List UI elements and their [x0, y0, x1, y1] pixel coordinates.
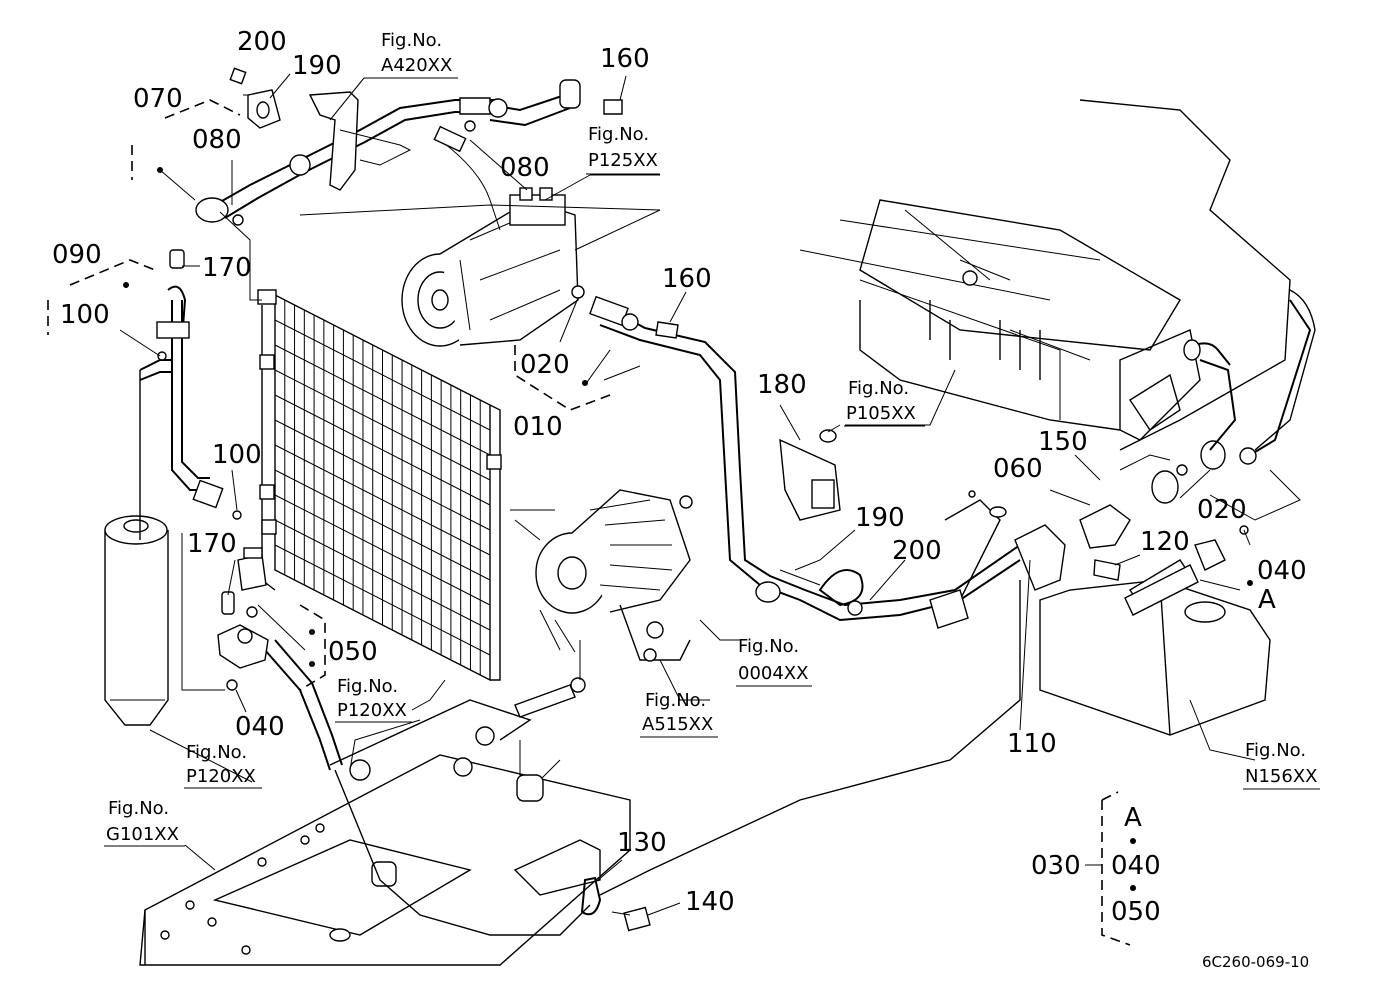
part-020-label: 020	[520, 350, 570, 380]
part-080-label: 080	[500, 153, 550, 183]
chassis-frame	[139, 699, 631, 966]
part-170-label: 170	[202, 253, 252, 283]
fig-ref-n156-label: Fig.No.	[1245, 740, 1306, 761]
engine-block	[799, 99, 1316, 451]
fig-ref-0004-label: Fig.No.	[738, 636, 799, 657]
compressor	[401, 187, 579, 347]
part-040-label: 040	[235, 712, 285, 742]
part-170-label: 170	[187, 529, 237, 559]
part-050-label: 050	[328, 637, 378, 667]
part-080-label: 080	[192, 125, 242, 155]
condenser-tube	[274, 369, 491, 481]
fig-ref-0004-code: 0004XX	[738, 663, 808, 684]
condenser-tube	[274, 419, 491, 531]
condenser-tube	[274, 444, 491, 556]
part-190-label: 190	[292, 51, 342, 81]
part-140-label: 140	[685, 887, 735, 917]
part-190-label: 190	[855, 503, 905, 533]
fig-ref-a420-code: A420XX	[381, 55, 452, 76]
part-030-label: 030	[1031, 851, 1081, 881]
fig-ref-p105-code: P105XX	[846, 403, 916, 424]
fuel-tank	[944, 490, 1271, 736]
part-070-label: 070	[133, 84, 183, 114]
fig-ref-n156-code: N156XX	[1245, 766, 1317, 787]
fig-ref-g101-code: G101XX	[106, 824, 179, 845]
condenser-tube	[274, 319, 491, 431]
drawing-id: 6C260-069-10	[1202, 953, 1309, 971]
part-150-label: 150	[1038, 427, 1088, 457]
part-180-label: 180	[757, 370, 807, 400]
condenser-tube	[274, 394, 491, 506]
kit-item-A: A	[1124, 803, 1142, 833]
condenser-tube	[274, 344, 491, 456]
part-200-label: 200	[237, 27, 287, 57]
part-020-label: 020	[1197, 495, 1247, 525]
part-160-label: 160	[662, 264, 712, 294]
fig-ref-p120-code: P120XX	[186, 766, 256, 787]
fig-ref-g101-label: Fig.No.	[108, 798, 169, 819]
fig-ref-a515-code: A515XX	[642, 714, 713, 735]
fig-ref-a420-label: Fig.No.	[381, 30, 442, 51]
fig-ref-p105-label: Fig.No.	[848, 378, 909, 399]
fig-ref-p120-label: Fig.No.	[186, 742, 247, 763]
condenser-tube	[274, 519, 491, 631]
part-060-label: 060	[993, 454, 1043, 484]
part-100-label: 100	[212, 440, 262, 470]
receiver-dryer	[104, 515, 169, 726]
condenser-tube	[274, 494, 491, 606]
part-100-label: 100	[60, 300, 110, 330]
part-A-label: A	[1258, 585, 1276, 615]
condenser-tube	[274, 544, 491, 656]
part-number-labels: 200 190 070 080 160 080 090 170 100 100 …	[52, 27, 1307, 917]
kit-item-050: 050	[1111, 897, 1161, 927]
figure-references: Fig.No. A420XX Fig.No. P125XX Fig.No. P1…	[104, 30, 1320, 847]
kit-030-group: A 040 050	[1111, 803, 1161, 927]
part-130-label: 130	[617, 828, 667, 858]
part-040-label: 040	[1257, 556, 1307, 586]
condenser	[257, 289, 502, 682]
part-120-label: 120	[1140, 527, 1190, 557]
hoses	[139, 67, 1312, 936]
part-010-label: 010	[513, 412, 563, 442]
condenser-tube	[274, 469, 491, 581]
kit-item-040: 040	[1111, 851, 1161, 881]
part-110-label: 110	[1007, 729, 1057, 759]
fig-ref-p125-code: P125XX	[588, 150, 658, 171]
fig-ref-p120-label: Fig.No.	[337, 676, 398, 697]
part-200-label: 200	[892, 536, 942, 566]
alternator	[510, 489, 693, 662]
fig-ref-p125-label: Fig.No.	[588, 124, 649, 145]
fig-ref-a515-label: Fig.No.	[645, 690, 706, 711]
fig-ref-p120-code: P120XX	[337, 700, 407, 721]
part-160-label: 160	[600, 44, 650, 74]
part-090-label: 090	[52, 240, 102, 270]
